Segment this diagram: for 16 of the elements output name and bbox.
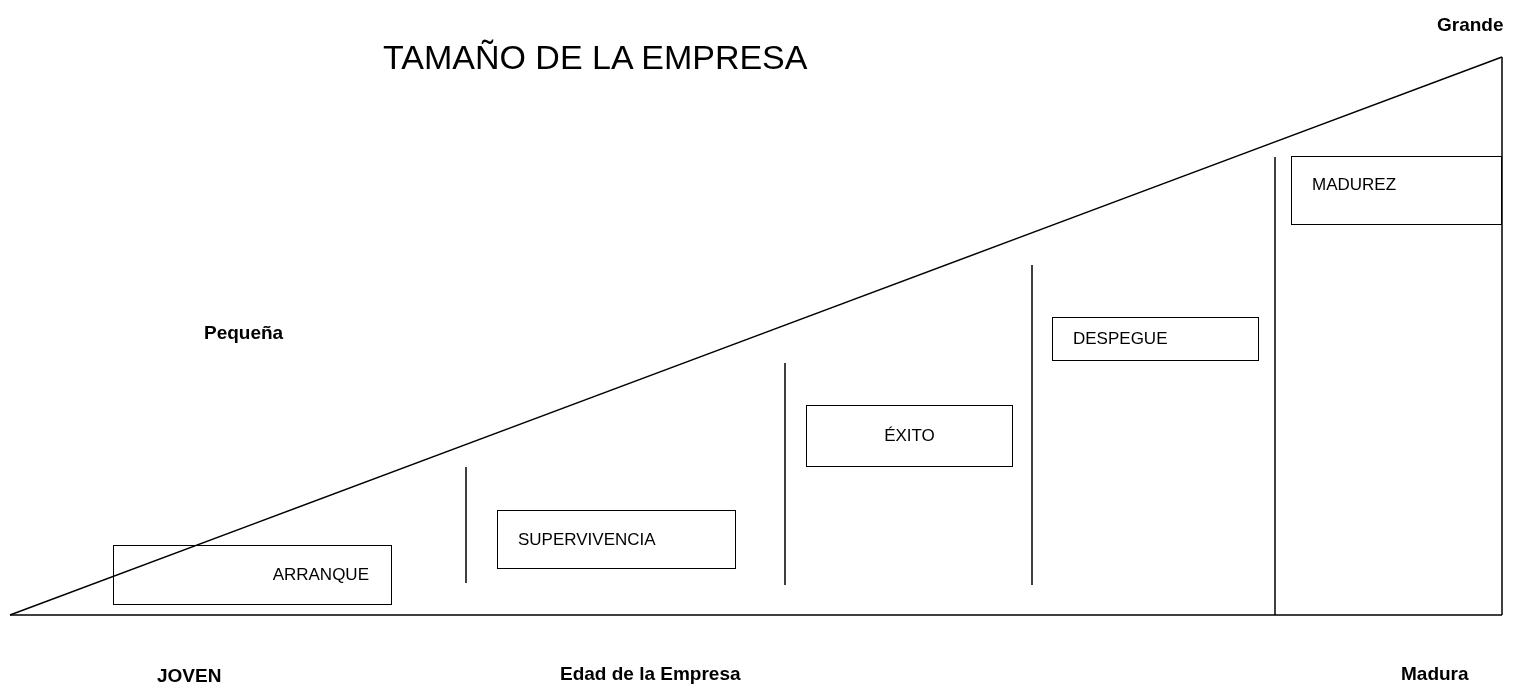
size-label: Grande (1437, 14, 1504, 36)
stage-box (806, 405, 1013, 467)
axis-label: Edad de la Empresa (560, 663, 741, 685)
size-label: Pequeña (204, 322, 284, 344)
title: TAMAÑO DE LA EMPRESA (383, 38, 808, 77)
age-label: Madura (1401, 663, 1469, 685)
stage-label: DESPEGUE (1073, 329, 1168, 349)
stage-box (497, 510, 736, 569)
age-label: JOVEN (157, 665, 222, 687)
stage-label: ÉXITO (884, 426, 935, 446)
stage-label: ARRANQUE (272, 565, 369, 585)
stage-box (113, 545, 392, 605)
stage-box (1291, 156, 1502, 225)
stage-box (1052, 317, 1259, 361)
stage-label: MADUREZ (1312, 175, 1397, 195)
stage-label: SUPERVIVENCIA (518, 529, 656, 550)
